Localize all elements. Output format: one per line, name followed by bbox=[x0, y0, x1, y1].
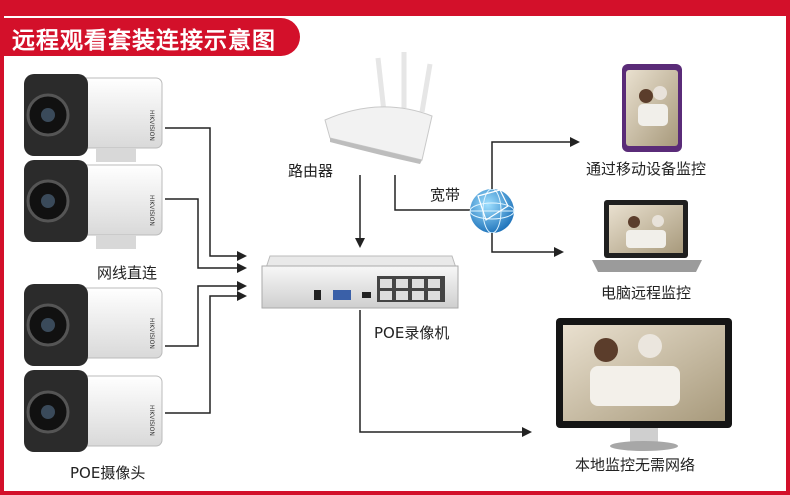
camera-cables bbox=[165, 127, 247, 414]
router-to-broadband-cable bbox=[394, 175, 470, 211]
router-icon bbox=[324, 52, 433, 164]
camera-brand: HIKVISION bbox=[148, 318, 155, 349]
page-title: 远程观看套装连接示意图 bbox=[12, 28, 276, 54]
camera-4: HIKVISION bbox=[24, 370, 163, 452]
pc-label: 电脑远程监控 bbox=[601, 284, 692, 302]
router-label: 路由器 bbox=[288, 162, 334, 180]
direct-connect-label: 网线直连 bbox=[97, 264, 158, 282]
camera-label: POE摄像头 bbox=[70, 464, 146, 482]
camera-1: HIKVISION bbox=[24, 74, 163, 162]
local-label: 本地监控无需网络 bbox=[575, 456, 696, 474]
camera-3: HIKVISION bbox=[24, 284, 163, 366]
nvr-label: POE录像机 bbox=[374, 324, 450, 342]
broadband-label: 宽带 bbox=[430, 186, 461, 204]
camera-brand: HIKVISION bbox=[148, 110, 155, 141]
phone-icon bbox=[622, 64, 682, 152]
camera-2: HIKVISION bbox=[24, 160, 163, 249]
title-banner bbox=[0, 18, 300, 56]
globe-icon bbox=[469, 188, 515, 234]
camera-brand: HIKVISION bbox=[148, 195, 155, 226]
nvr-device bbox=[261, 255, 459, 309]
mobile-label: 通过移动设备监控 bbox=[586, 160, 707, 178]
nvr-to-monitor-cable bbox=[359, 310, 532, 437]
laptop-icon bbox=[592, 200, 702, 272]
globe-to-pc-cable bbox=[491, 233, 564, 257]
globe-to-mobile-cable bbox=[491, 137, 580, 189]
camera-brand: HIKVISION bbox=[148, 405, 155, 436]
monitor-icon bbox=[556, 318, 732, 451]
